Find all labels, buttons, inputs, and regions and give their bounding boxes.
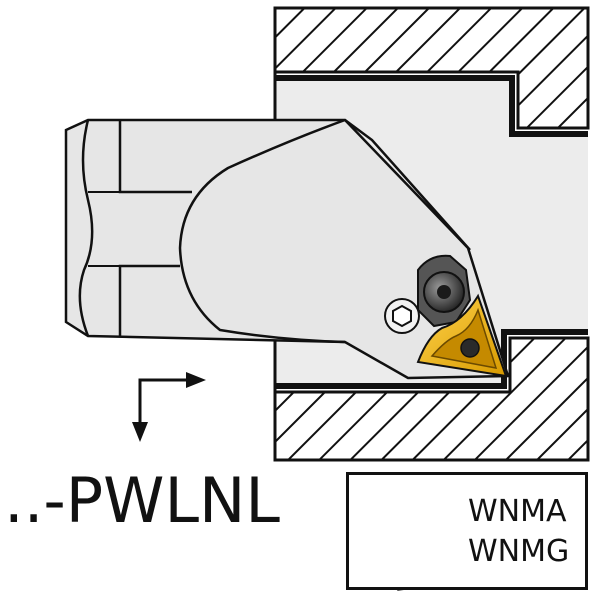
holder-head-facet bbox=[178, 118, 346, 344]
bore-edge-bottom bbox=[275, 329, 588, 389]
tool-code-label: ..-PWLNL bbox=[4, 464, 280, 537]
insert-type-wnmg: WNMG bbox=[468, 534, 570, 569]
insert-type-wnma: WNMA bbox=[468, 494, 567, 529]
boring-bar-holder bbox=[64, 118, 510, 380]
shank-break-line bbox=[78, 119, 94, 337]
clamp-icon bbox=[417, 254, 472, 328]
holder-head-edge bbox=[344, 118, 471, 251]
insert-on-holder-icon bbox=[416, 293, 508, 378]
bore-edge-top bbox=[275, 75, 588, 137]
screw-icon bbox=[384, 298, 420, 334]
insert-info-box bbox=[346, 472, 588, 590]
feed-direction-arrows-icon bbox=[132, 372, 206, 442]
insert-type-list: WNMA WNMG bbox=[468, 492, 584, 572]
